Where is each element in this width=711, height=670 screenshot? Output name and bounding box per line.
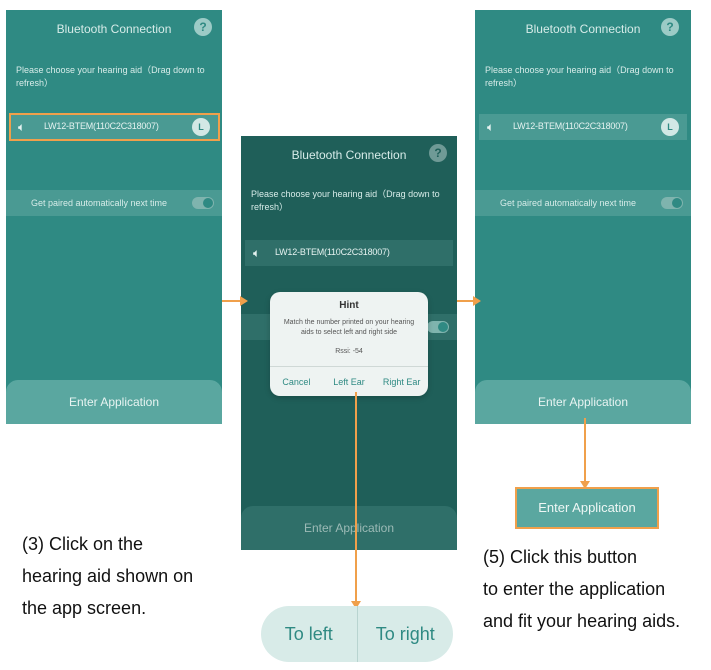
help-icon[interactable]: ?	[194, 18, 212, 36]
app-screen-step4: Bluetooth Connection ? Please choose you…	[241, 136, 457, 550]
auto-pair-toggle[interactable]	[192, 197, 214, 209]
device-name: LW12-BTEM(110C2C318007)	[44, 121, 159, 131]
choose-aid-description: Please choose your hearing aid（Drag down…	[16, 65, 205, 88]
enter-application-button[interactable]: Enter Application	[6, 380, 222, 424]
enter-highlight-box	[515, 487, 659, 529]
auto-pair-label: Get paired automatically next time	[30, 198, 168, 208]
hint-title: Hint	[339, 300, 359, 311]
hint-rssi: Rssi: -54	[335, 348, 363, 355]
device-name: LW12-BTEM(110C2C318007)	[275, 247, 390, 257]
arrow-right-1	[222, 296, 248, 306]
device-highlight-box	[9, 113, 220, 141]
app-screen-step3: Bluetooth Connection ? Please choose you…	[6, 10, 222, 424]
device-name: LW12-BTEM(110C2C318007)	[513, 121, 628, 131]
choose-aid-description: Please choose your hearing aid（Drag down…	[485, 65, 674, 88]
screen-title: Bluetooth Connection	[291, 148, 407, 162]
enter-application-button[interactable]: Enter Application	[241, 506, 457, 550]
speaker-icon: 🔈︎	[487, 120, 495, 134]
auto-pair-label: Get paired automatically next time	[499, 198, 637, 208]
auto-pair-row: Get paired automatically next time	[475, 190, 691, 216]
step3-line3: the app screen.	[22, 598, 147, 618]
step3-line1: (3) Click on the	[22, 534, 144, 554]
hearing-aid-device-row[interactable]: 🔈︎ LW12-BTEM(110C2C318007) L	[10, 114, 218, 140]
to-left-button[interactable]: To left	[284, 624, 333, 644]
hint-message: Match the number printed on your hearing…	[283, 319, 415, 336]
speaker-muted-icon: 🔈︎	[18, 120, 26, 134]
step5-caption: (5) Click this button to enter the appli…	[483, 541, 708, 637]
arrow-down-to-enter	[580, 418, 590, 489]
arrow-down-to-pill	[351, 392, 361, 609]
choose-aid-description: Please choose your hearing aid（Drag down…	[251, 189, 440, 212]
auto-pair-row: Get paired automatically next time	[6, 190, 222, 216]
enter-application-zoom-button[interactable]: Enter Application	[517, 489, 657, 527]
speaker-icon: 🔈︎	[253, 246, 261, 260]
cancel-button[interactable]: Cancel	[282, 377, 311, 387]
to-right-button[interactable]: To right	[375, 624, 435, 644]
hearing-aid-device-row[interactable]: 🔈︎ LW12-BTEM(110C2C318007)	[245, 240, 453, 266]
hearing-aid-device-row[interactable]: 🔈︎ LW12-BTEM(110C2C318007) L	[479, 114, 687, 140]
device-side-badge: L	[661, 118, 679, 136]
pill-divider	[356, 606, 358, 662]
screen-title: Bluetooth Connection	[56, 22, 172, 36]
auto-pair-toggle[interactable]	[661, 197, 683, 209]
step3-line2: hearing aid shown on	[22, 566, 194, 586]
right-ear-button[interactable]: Right Ear	[382, 377, 421, 387]
step5-line3: and fit your hearing aids.	[483, 611, 681, 631]
help-icon[interactable]: ?	[429, 144, 447, 162]
step3-caption: (3) Click on the hearing aid shown on th…	[22, 528, 237, 624]
enter-application-button[interactable]: Enter Application	[475, 380, 691, 424]
arrow-right-2	[457, 296, 481, 306]
device-side-badge: L	[192, 118, 210, 136]
left-ear-button[interactable]: Left Ear	[333, 377, 365, 387]
step5-line2: to enter the application	[483, 579, 666, 599]
app-screen-step5: Bluetooth Connection ? Please choose you…	[475, 10, 691, 424]
step5-line1: (5) Click this button	[483, 547, 638, 567]
screen-title: Bluetooth Connection	[525, 22, 641, 36]
left-right-pill: To left To right	[261, 606, 453, 662]
auto-pair-toggle[interactable]	[427, 321, 449, 333]
hint-buttons: Cancel Left Ear Right Ear	[270, 366, 428, 397]
hint-dialog: Hint Match the number printed on your he…	[270, 292, 428, 396]
help-icon[interactable]: ?	[661, 18, 679, 36]
